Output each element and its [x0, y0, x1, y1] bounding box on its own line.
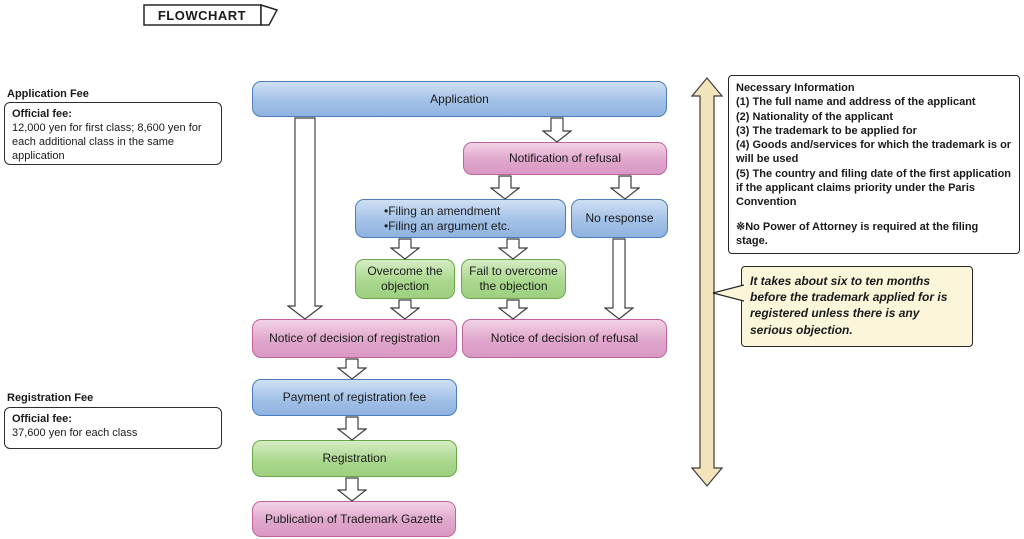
- arrow-refusal-to-no-response: [609, 175, 641, 200]
- application-fee-label: Application Fee: [7, 88, 89, 100]
- duration-callout: It takes about six to ten months before …: [741, 266, 973, 347]
- node-filing-amendment-argument: •Filing an amendment •Filing an argument…: [355, 199, 566, 238]
- node-fail-to-overcome: Fail to overcome the objection: [461, 259, 566, 299]
- registration-fee-box: Official fee: 37,600 yen for each class: [4, 407, 222, 449]
- arrow-application-to-refusal: [541, 117, 573, 143]
- node-notice-decision-registration: Notice of decision of registration: [252, 319, 457, 358]
- arrow-refusal-to-filing: [489, 175, 521, 200]
- arrow-registration-to-publication: [336, 477, 368, 502]
- node-no-response: No response: [571, 199, 668, 238]
- application-fee-box: Official fee: 12,000 yen for first class…: [4, 102, 222, 165]
- arrow-application-to-registration-notice: [286, 117, 324, 320]
- node-registration: Registration: [252, 440, 457, 477]
- necessary-information-title: Necessary Information: [736, 82, 855, 94]
- arrow-no-response-to-refusal-notice: [603, 238, 635, 320]
- banner-shape-icon: [143, 3, 279, 26]
- arrow-notice-to-payment: [336, 358, 368, 380]
- timeline-double-arrow-icon: [690, 77, 724, 492]
- necessary-information-items: (1) The full name and address of the app…: [736, 96, 1012, 209]
- arrow-filing-to-fail: [497, 238, 529, 260]
- node-payment-registration-fee: Payment of registration fee: [252, 379, 457, 416]
- page-title: FLOWCHART: [157, 7, 247, 23]
- necessary-information-box: Necessary Information (1) The full name …: [728, 75, 1020, 255]
- node-overcome-objection: Overcome the objection: [355, 259, 455, 299]
- flowchart-title-banner: FLOWCHART: [143, 2, 283, 28]
- necessary-information-note: ※No Power of Attorney is required at the…: [736, 220, 979, 247]
- arrow-payment-to-registration: [336, 416, 368, 441]
- node-application: Application: [252, 81, 667, 117]
- node-notice-decision-refusal: Notice of decision of refusal: [462, 319, 667, 358]
- node-publication-trademark-gazette: Publication of Trademark Gazette: [252, 501, 456, 537]
- arrow-filing-to-overcome: [389, 238, 421, 260]
- registration-fee-heading: Official fee:: [12, 413, 72, 425]
- registration-fee-body: 37,600 yen for each class: [12, 427, 138, 440]
- application-fee-body: 12,000 yen for first class; 8,600 yen fo…: [12, 122, 202, 163]
- arrow-fail-to-refusal-notice: [497, 299, 529, 320]
- arrow-overcome-to-registration-notice: [389, 299, 421, 320]
- node-notification-of-refusal: Notification of refusal: [463, 142, 667, 175]
- registration-fee-label: Registration Fee: [7, 392, 94, 404]
- application-fee-heading: Official fee:: [12, 108, 72, 120]
- callout-tail-icon: [711, 284, 745, 307]
